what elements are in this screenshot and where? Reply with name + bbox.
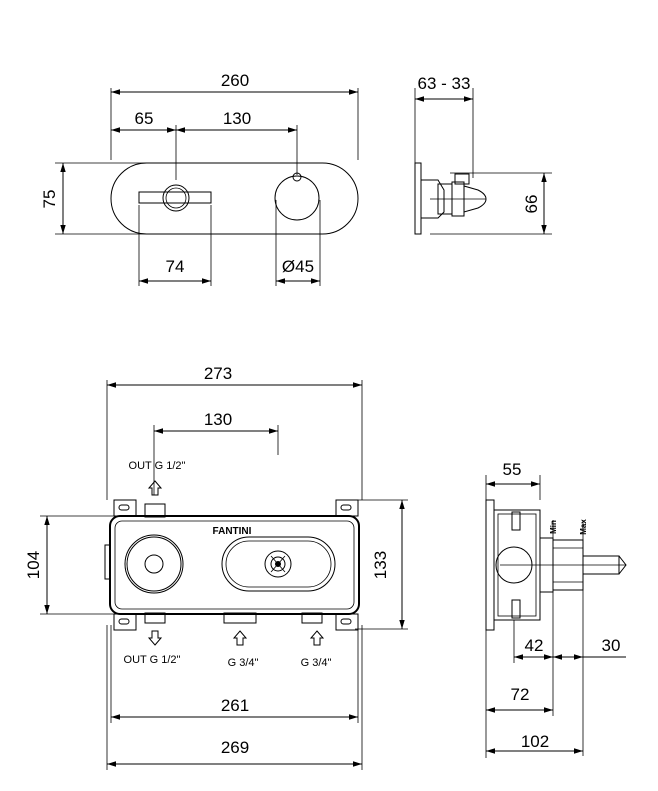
trim-plate-front-view: 260 65 130 75 74 Ø45 <box>40 71 359 286</box>
dim-130-bottom: 130 <box>204 410 232 429</box>
label-out-top: OUT G 1/2" <box>129 460 186 472</box>
dim-104: 104 <box>24 551 43 579</box>
built-in-box-side-view: Min Max 55 42 30 72 102 <box>485 460 627 758</box>
dim-273: 273 <box>204 364 232 383</box>
dim-261: 261 <box>221 696 249 715</box>
cartridge-opening <box>221 536 336 592</box>
label-in-2: G 3/4" <box>301 657 332 669</box>
dim-42: 42 <box>525 636 544 655</box>
dim-72: 72 <box>511 685 530 704</box>
trim-plate-side-view: 63 - 33 66 <box>414 74 552 235</box>
arrow-up-out-top-icon <box>147 480 163 496</box>
lever-handle <box>138 191 212 204</box>
dim-66: 66 <box>522 195 541 214</box>
dim-102: 102 <box>521 732 549 751</box>
box-inner <box>114 520 355 610</box>
arrow-up-in-2-icon <box>309 630 325 646</box>
dim-30: 30 <box>602 636 621 655</box>
dim-63-33: 63 - 33 <box>418 74 471 93</box>
brand-label: FANTINI <box>213 526 252 537</box>
label-max: Max <box>579 519 588 535</box>
dim-74: 74 <box>166 257 185 276</box>
arrow-down-out-bottom-icon <box>147 630 163 646</box>
arrow-up-in-1-icon <box>232 630 248 646</box>
dim-55: 55 <box>503 460 522 479</box>
built-in-box-front-view: FANTINI OUT G 1/2" OUT G 1/2" G 3/4" G 3… <box>24 364 408 770</box>
label-out-bottom: OUT G 1/2" <box>124 654 181 666</box>
thermostat-knob <box>274 175 320 221</box>
knob-indicator <box>292 172 302 182</box>
box-outer <box>109 515 360 615</box>
lever-hub <box>162 184 190 212</box>
dim-269: 269 <box>221 738 249 757</box>
dim-65: 65 <box>135 109 154 128</box>
label-in-1: G 3/4" <box>228 657 259 669</box>
dim-133: 133 <box>371 551 390 579</box>
diverter-opening <box>124 534 184 594</box>
trim-plate-outline <box>110 162 359 235</box>
label-min: Min <box>549 520 558 534</box>
dim-130-top: 130 <box>223 109 251 128</box>
dim-diameter-45: Ø45 <box>282 257 314 276</box>
dim-260: 260 <box>221 71 249 90</box>
cartridge-spindle <box>264 550 292 578</box>
dim-75: 75 <box>40 190 59 209</box>
